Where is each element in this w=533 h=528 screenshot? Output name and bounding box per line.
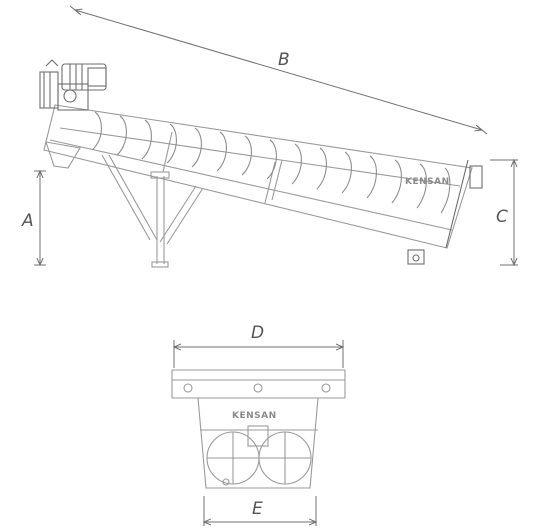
- dimension-a: A: [21, 171, 46, 265]
- dimension-b-label: B: [278, 50, 290, 70]
- cover-seam: [271, 159, 283, 201]
- screw-trough: [43, 104, 473, 249]
- dimension-c-label: C: [496, 207, 508, 227]
- front-brand-label: KENSAN: [232, 411, 277, 421]
- outlet-chute: [407, 159, 483, 265]
- side-brand-label: KENSAN: [405, 177, 450, 187]
- side-view: KENSAN: [39, 59, 483, 268]
- dimension-a-label: A: [21, 211, 34, 231]
- support-legs: [101, 154, 204, 268]
- drive-motor: [39, 59, 107, 111]
- front-housing: [171, 369, 346, 489]
- dimension-b: B: [69, 5, 488, 135]
- dimension-d-label: D: [251, 323, 264, 343]
- front-view: KENSAN: [171, 369, 346, 489]
- dimension-c: C: [490, 160, 518, 265]
- dimension-e: E: [204, 496, 316, 526]
- screw-flights: [91, 111, 451, 214]
- dimension-e-label: E: [252, 499, 263, 519]
- inlet-hopper: [45, 141, 81, 169]
- dimension-d: D: [174, 323, 343, 368]
